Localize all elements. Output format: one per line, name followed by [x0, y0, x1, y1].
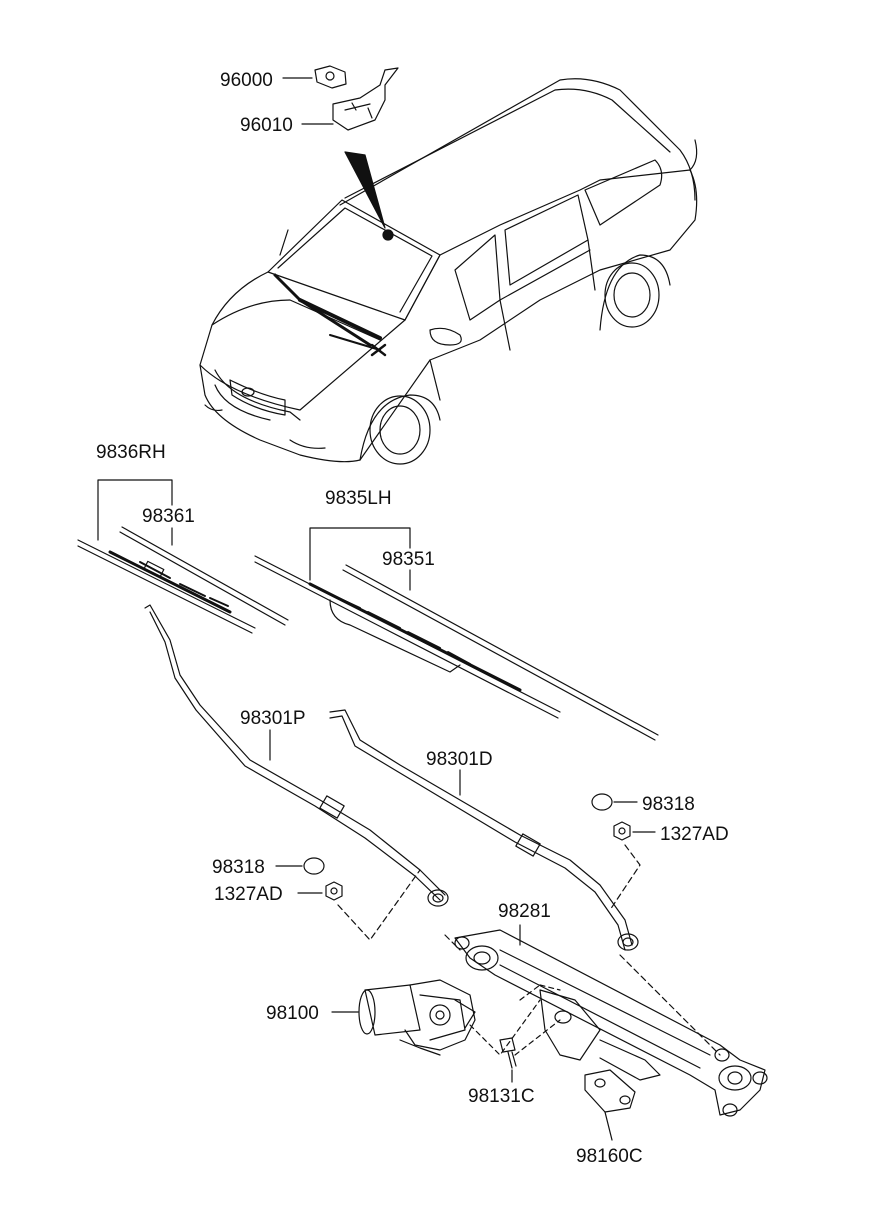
leader-98160C: [604, 1111, 613, 1141]
label-1327AD-right: 1327AD: [660, 824, 729, 845]
label-98318-left: 98318: [212, 857, 265, 878]
label-98351: 98351: [382, 549, 435, 570]
label-98281: 98281: [498, 901, 551, 922]
wiper-arm-passenger: [144, 604, 449, 907]
label-1327AD-left: 1327AD: [214, 884, 283, 905]
rh-wiper-blade: [77, 479, 289, 634]
bolt: [499, 1019, 561, 1083]
caps-and-nuts: [275, 793, 656, 941]
wiper-arm-driver: [329, 709, 639, 951]
label-96000: 96000: [220, 70, 273, 91]
label-98361: 98361: [142, 506, 195, 527]
label-98100: 98100: [266, 1003, 319, 1024]
label-9836RH: 9836RH: [96, 442, 166, 463]
bracket: [584, 1069, 636, 1141]
label-9835LH: 9835LH: [325, 488, 392, 509]
label-98160C: 98160C: [576, 1146, 643, 1167]
label-98318-right: 98318: [642, 794, 695, 815]
label-96010: 96010: [240, 115, 293, 136]
wiper-motor: [331, 979, 541, 1056]
label-98301D: 98301D: [426, 749, 493, 770]
part-number-labels: 96000 96010 9836RH 98361 9835LH 98351 98…: [96, 70, 729, 1167]
label-98301P: 98301P: [240, 708, 306, 729]
vehicle-illustration: [199, 78, 698, 465]
wiper-linkage: [444, 924, 768, 1117]
lh-wiper-blade: [254, 527, 659, 741]
label-98131C: 98131C: [468, 1086, 535, 1107]
washer-nozzle-parts: [282, 65, 399, 131]
